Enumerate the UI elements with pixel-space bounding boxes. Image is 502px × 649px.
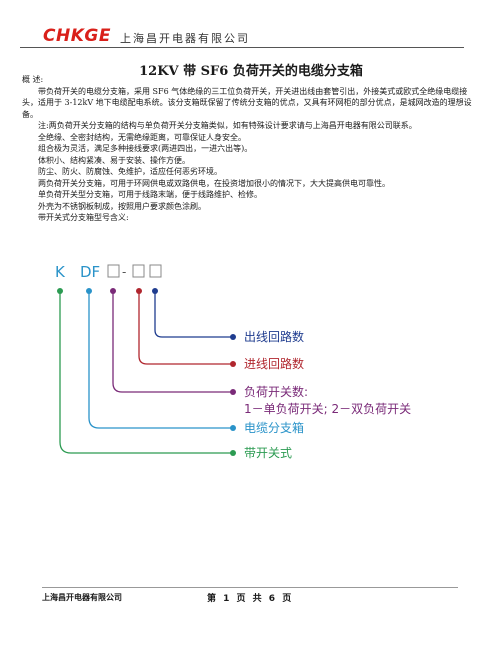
line-inlet <box>138 291 233 365</box>
end-dot-k <box>230 450 236 456</box>
code-box-inlet-count <box>132 264 145 278</box>
end-dot-inlet <box>230 361 236 367</box>
company-logo: CHKGE <box>43 26 111 46</box>
document-title: 12KV 带 SF6 负荷开关的电缆分支箱 <box>139 64 363 79</box>
end-dot-outlet <box>230 334 236 340</box>
bullet-item: 体积小、结构紧凑、易于安装、操作方便。 <box>38 155 190 165</box>
bullet-item: 两负荷开关分支箱，可用于环网供电或双路供电，在投资增加很小的情况下，大大提高供电… <box>38 178 390 188</box>
label-switch-count: 负荷开关数: <box>244 384 308 399</box>
line-outlet <box>154 291 233 338</box>
overview-label: 概 述: <box>22 75 44 84</box>
page-number: 第 1 页 共 6 页 <box>207 594 292 604</box>
footer-divider <box>42 587 458 588</box>
end-dot-switch-count <box>230 389 236 395</box>
line-k <box>59 291 233 454</box>
bullet-item: 组合极为灵活，满足多种接线要求(两进四出，一进六出等)。 <box>38 144 253 153</box>
end-dot-df <box>230 425 236 431</box>
label-outlet-circuits: 出线回路数 <box>244 329 304 344</box>
label-inlet-circuits: 进线回路数 <box>244 356 304 371</box>
bullet-item: 外壳为不锈钢板制成，按照用户要求颜色涂刷。 <box>38 201 206 211</box>
label-with-switch: 带开关式 <box>244 446 292 460</box>
document-body: 概 述: 带负荷开关的电缆分支箱，采用 SF6 气体绝缘的三工位负荷开关，开关进… <box>22 74 482 224</box>
label-cable-branch-box: 电缆分支箱 <box>244 420 304 435</box>
header-divider <box>20 47 464 48</box>
code-letter-k: K <box>55 263 66 281</box>
company-name-header: 上海昌开电器有限公司 <box>120 32 250 45</box>
paragraph-note: 注:两负荷开关分支箱的结构与单负荷开关分支箱类似，如有特殊设计要求请与上海昌开电… <box>38 121 417 130</box>
code-dash: - <box>122 265 126 279</box>
bullet-item: 全绝缘、全密封结构，无需绝缘距离，可靠保证人身安全。 <box>38 132 246 142</box>
model-intro: 带开关式分支箱型号含义: <box>38 213 129 222</box>
line-switch-count <box>112 291 233 393</box>
code-box-outlet-count <box>149 264 162 278</box>
code-box-switch-count <box>107 264 120 278</box>
paragraph: 带负荷开关的电缆分支箱，采用 SF6 气体绝缘的三工位负荷开关，开关进出线由套管… <box>22 86 472 119</box>
footer-company: 上海昌开电器有限公司 <box>42 593 122 602</box>
label-switch-options: 1－单负荷开关; 2－双负荷开关 <box>244 402 411 416</box>
bullet-item: 单负荷开关型分支箱，可用于线路末端，便于线路维护、检修。 <box>38 190 262 199</box>
bullet-item: 防尘、防火、防腐蚀、免维护，适应任何恶劣环境。 <box>38 167 222 176</box>
line-df <box>88 291 233 429</box>
code-letters-df: DF <box>80 263 100 281</box>
